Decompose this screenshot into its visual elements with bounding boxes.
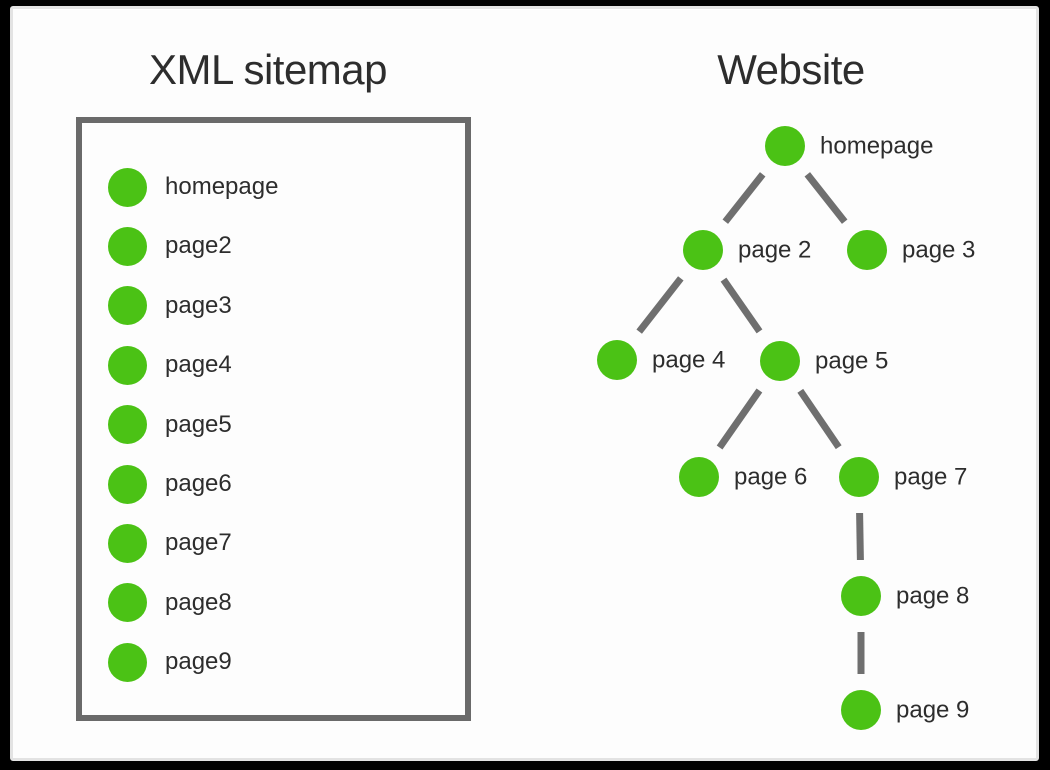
page-background (10, 6, 1039, 761)
page-label: page5 (165, 410, 232, 438)
tree-node-icon (841, 690, 881, 730)
tree-node-icon (760, 341, 800, 381)
website-title: Website (717, 46, 865, 93)
tree-node-icon (683, 230, 723, 270)
tree-node-icon (847, 230, 887, 270)
tree-node-icon (765, 126, 805, 166)
list-item: page9 (108, 642, 232, 682)
list-item: homepage (108, 167, 279, 207)
tree-node-label: page 4 (652, 347, 725, 374)
tree-edge (716, 388, 763, 450)
tree-node-label: page 5 (815, 348, 888, 375)
list-item: page6 (108, 464, 232, 504)
tree-node-label: page 2 (738, 237, 811, 264)
page-label: page8 (165, 588, 232, 616)
tree-node-label: homepage (820, 133, 933, 160)
tree-edge (856, 512, 864, 561)
page-bullet-icon (108, 286, 147, 326)
page-label: page7 (165, 529, 232, 557)
page-label: page3 (165, 291, 232, 319)
page-bullet-icon (108, 464, 147, 504)
tree-edge (636, 276, 684, 334)
page-bullet-icon (108, 642, 147, 682)
tree-node-label: page 3 (902, 237, 975, 264)
page-label: page6 (165, 470, 232, 497)
page-label: page9 (165, 648, 232, 676)
page-label: page4 (165, 351, 232, 379)
page-bullet-icon (108, 583, 147, 623)
sitemap-title: XML sitemap (148, 46, 388, 93)
tree-node-label: page 8 (896, 583, 969, 610)
page-bullet-icon (108, 345, 147, 385)
tree-node-icon (841, 576, 881, 616)
sitemap-box (76, 117, 471, 721)
tree-node-label: page 9 (896, 697, 969, 724)
tree-node-icon (679, 457, 719, 497)
list-item: page4 (108, 345, 232, 385)
list-item: page5 (108, 405, 232, 445)
page-label: homepage (165, 173, 279, 200)
tree-edge (722, 172, 766, 224)
tree-node-label: page 7 (894, 464, 967, 491)
tree-node-icon (597, 340, 637, 380)
page-label: page2 (165, 232, 232, 260)
list-item: page2 (108, 226, 232, 266)
tree-edge (804, 172, 848, 224)
page-bullet-icon (108, 167, 147, 207)
tree-node-label: page 6 (734, 464, 807, 491)
list-item: page7 (108, 523, 232, 563)
list-item: page3 (108, 286, 232, 326)
tree-edge (797, 388, 842, 450)
page-bullet-icon (108, 405, 147, 445)
tree-node-icon (839, 457, 879, 497)
tree-edge (720, 277, 763, 334)
page-bullet-icon (108, 523, 147, 563)
list-item: page8 (108, 583, 232, 623)
page-bullet-icon (108, 226, 147, 266)
